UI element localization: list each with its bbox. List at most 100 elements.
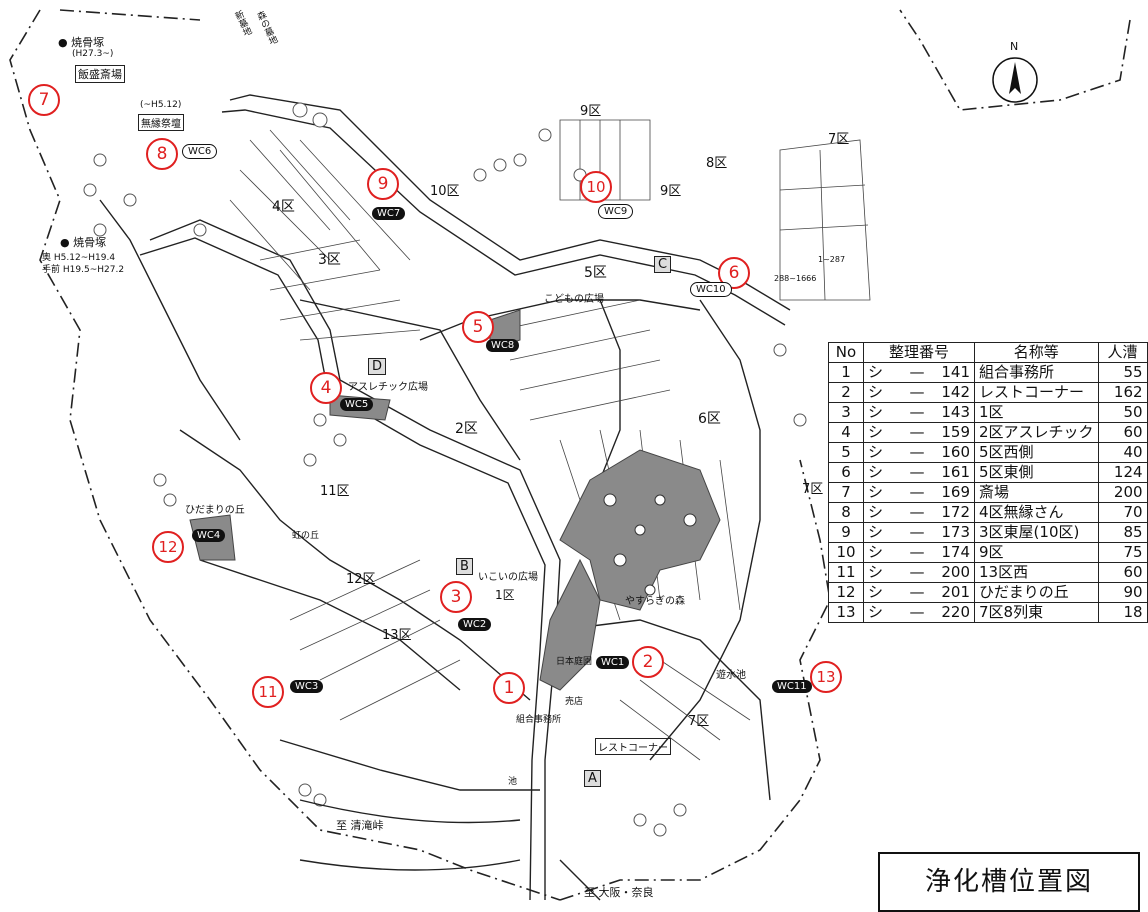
cell-capacity: 75 (1097, 542, 1148, 563)
cell-no: 1 (828, 362, 864, 383)
cell-no: 11 (828, 562, 864, 583)
cell-no: 12 (828, 582, 864, 603)
cell-prefix: シ (863, 462, 898, 483)
cell-prefix: シ (863, 542, 898, 563)
athletic-plaza (329, 394, 391, 421)
cell-capacity: 162 (1097, 382, 1148, 403)
cell-code: 160 (936, 442, 975, 463)
cell-prefix: シ (863, 442, 898, 463)
cell-prefix: シ (863, 362, 898, 383)
lower-roads (299, 799, 601, 901)
cell-capacity: 124 (1097, 462, 1148, 483)
cell-prefix: シ (863, 562, 898, 583)
cell-dash: — (898, 562, 936, 583)
cell-no: 13 (828, 602, 864, 623)
shaded-areas (189, 309, 721, 691)
cell-code: 201 (936, 582, 975, 603)
cell-code: 200 (936, 562, 975, 583)
cell-capacity: 55 (1097, 362, 1148, 383)
japanese-garden (539, 558, 601, 691)
cell-name: 13区西 (974, 562, 1099, 583)
cell-dash: — (898, 542, 936, 563)
cell-no: 9 (828, 522, 864, 543)
cell-dash: — (898, 462, 936, 483)
cell-prefix: シ (863, 502, 898, 523)
cell-name: ひだまりの丘 (974, 582, 1099, 603)
header-name: 名称等 (974, 342, 1099, 363)
cell-no: 4 (828, 422, 864, 443)
cell-name: 5区西側 (974, 442, 1099, 463)
cell-code: 159 (936, 422, 975, 443)
cell-dash: — (898, 382, 936, 403)
cell-name: 4区無縁さん (974, 502, 1099, 523)
kodomo-plaza (489, 309, 521, 351)
cell-code: 220 (936, 602, 975, 623)
hidamari-hill (189, 514, 236, 561)
cell-code: 172 (936, 502, 975, 523)
cell-dash: — (898, 442, 936, 463)
header-no: No (828, 342, 864, 363)
cell-dash: — (898, 602, 936, 623)
cell-dash: — (898, 502, 936, 523)
cell-no: 7 (828, 482, 864, 503)
cell-capacity: 90 (1097, 582, 1148, 603)
cell-capacity: 60 (1097, 422, 1148, 443)
cell-name: 斎場 (974, 482, 1099, 503)
cell-dash: — (898, 482, 936, 503)
cell-no: 6 (828, 462, 864, 483)
cell-no: 2 (828, 382, 864, 403)
cell-code: 169 (936, 482, 975, 503)
cell-code: 143 (936, 402, 975, 423)
cell-no: 3 (828, 402, 864, 423)
table-header-row: No 整理番号 名称等 人漕 (828, 342, 1148, 363)
cell-capacity: 85 (1097, 522, 1148, 543)
cell-prefix: シ (863, 582, 898, 603)
cell-prefix: シ (863, 422, 898, 443)
cell-name: 1区 (974, 402, 1099, 423)
cell-prefix: シ (863, 602, 898, 623)
cell-dash: — (898, 402, 936, 423)
cell-capacity: 200 (1097, 482, 1148, 503)
cell-capacity: 50 (1097, 402, 1148, 423)
map-title: 浄化槽位置図 (878, 852, 1140, 912)
cell-no: 5 (828, 442, 864, 463)
boundary-line (9, 9, 1131, 901)
cell-name: 9区 (974, 542, 1099, 563)
compass (992, 57, 1038, 103)
header-code: 整理番号 (863, 342, 975, 363)
cell-name: 組合事務所 (974, 362, 1099, 383)
cell-code: 142 (936, 382, 975, 403)
cell-no: 10 (828, 542, 864, 563)
cell-name: 2区アスレチック (974, 422, 1099, 443)
cell-prefix: シ (863, 522, 898, 543)
header-capacity: 人漕 (1097, 342, 1148, 363)
cell-prefix: シ (863, 482, 898, 503)
cell-name: 3区東屋(10区) (974, 522, 1099, 543)
cell-capacity: 70 (1097, 502, 1148, 523)
cell-name: レストコーナー (974, 382, 1099, 403)
cell-capacity: 60 (1097, 562, 1148, 583)
cell-code: 173 (936, 522, 975, 543)
cell-prefix: シ (863, 382, 898, 403)
roads (99, 94, 791, 901)
forest-trees (603, 493, 697, 596)
cell-code: 161 (936, 462, 975, 483)
cell-dash: — (898, 522, 936, 543)
cell-no: 8 (828, 502, 864, 523)
